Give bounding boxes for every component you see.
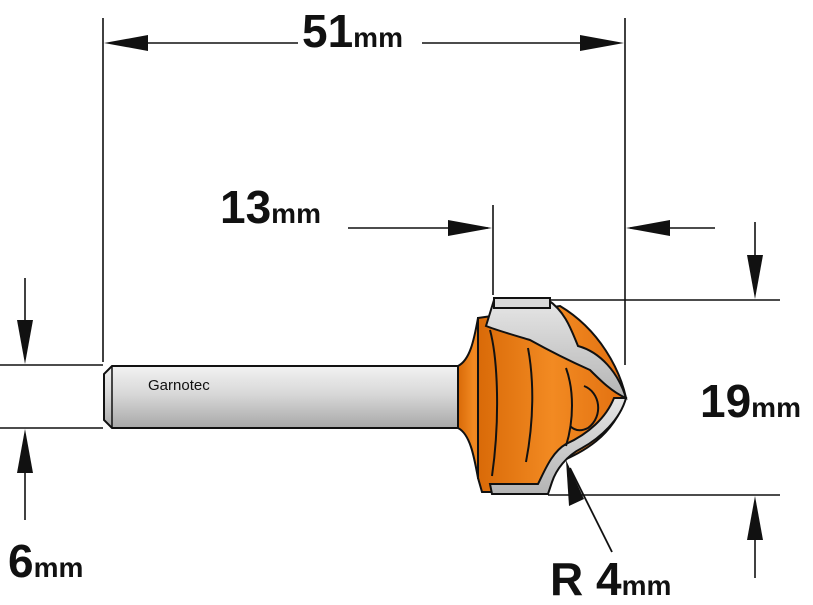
radius-leader-line [566, 460, 613, 553]
overall-length-label: 51mm [302, 5, 403, 57]
cutting-length-label: 13mm [220, 181, 321, 233]
carbide-profile-bottom [488, 397, 628, 495]
cutting-height-dimension-line [747, 222, 763, 578]
shank-diameter-label: 6mm [8, 535, 84, 587]
extension-lines [0, 18, 780, 496]
carbide-profile-top [484, 299, 628, 400]
shank-diameter-dimension-line [17, 278, 33, 520]
cutting-height-label: 19mm [700, 375, 801, 427]
carbide-top-block [493, 297, 551, 309]
overall-length-dimension-line [104, 35, 624, 51]
shank [103, 365, 463, 429]
flute-lines [489, 329, 599, 477]
cutting-length-dimension-line [348, 220, 715, 236]
shank-brand-label: Garnotec [148, 377, 210, 394]
radius-label: R 4mm [550, 553, 672, 605]
